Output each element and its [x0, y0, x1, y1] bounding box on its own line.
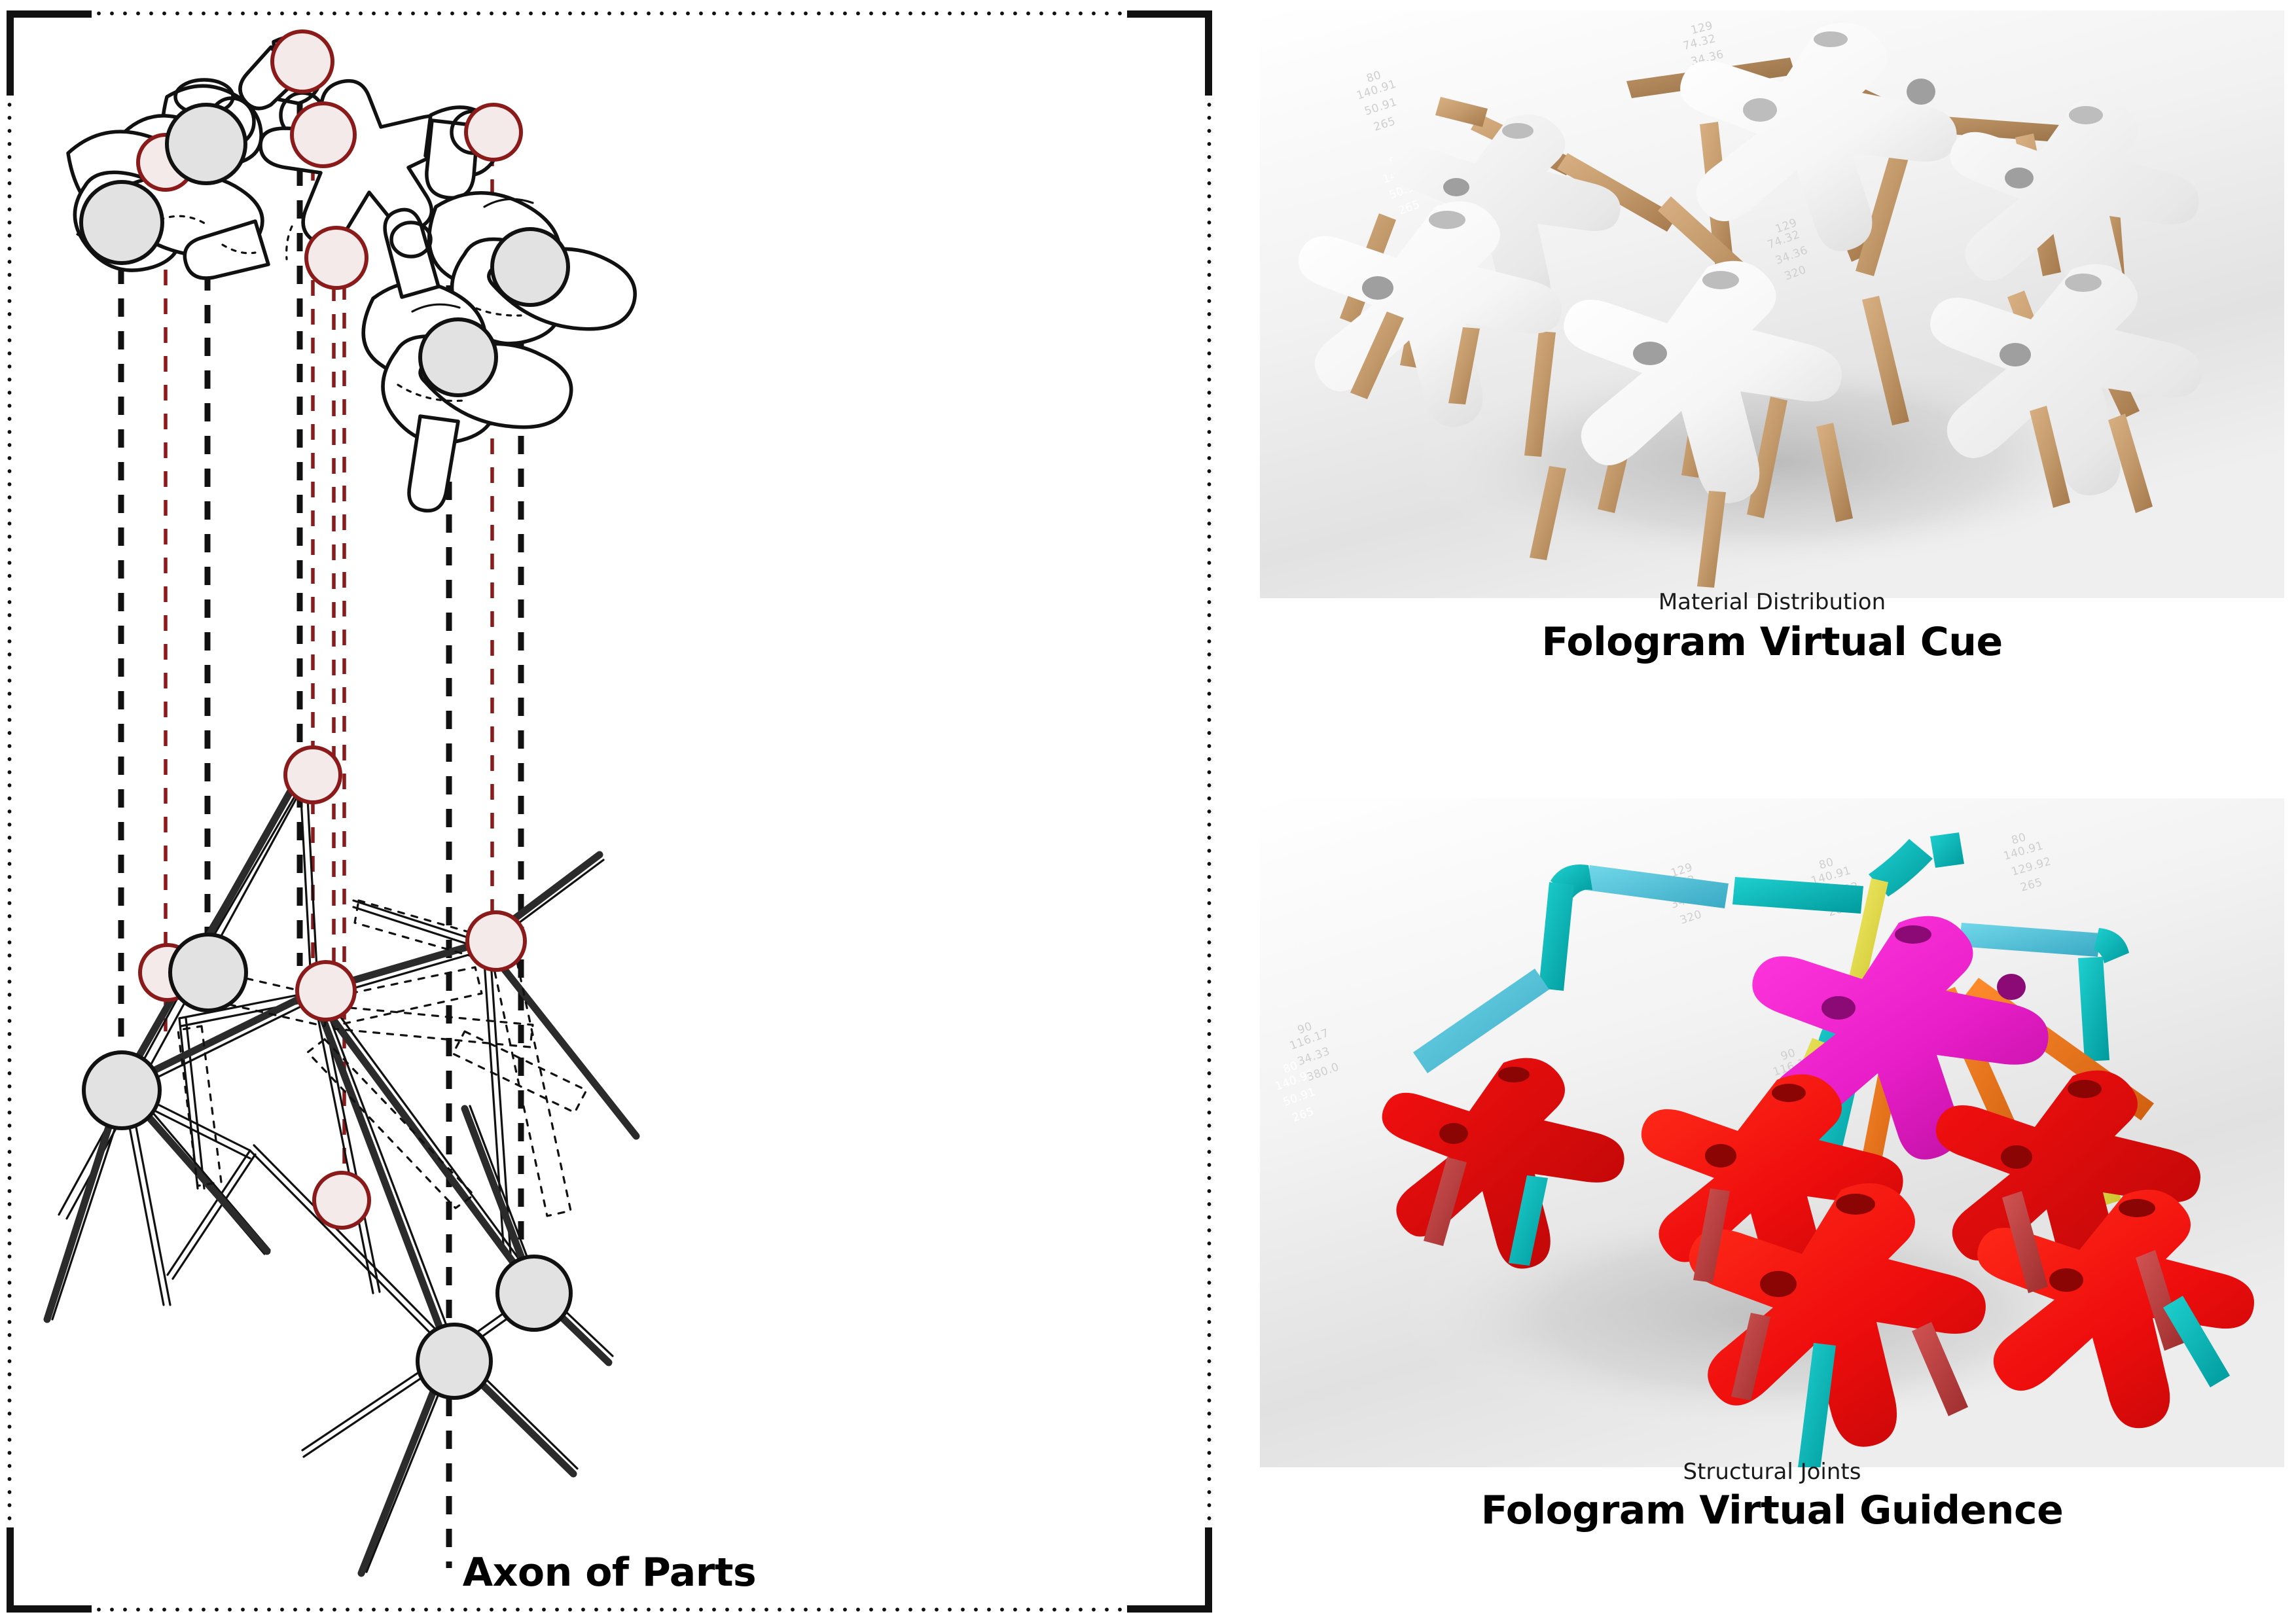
axon-exploded-drawing: .ln { fill:none; stroke:#111; stroke-wid… [43, 29, 640, 1577]
guidance-panel-title: Fologram Virtual Guidence [1480, 1488, 2064, 1533]
guidance-panel-subtitle: Structural Joints [1683, 1459, 1861, 1485]
exploded-part-nodes [79, 29, 570, 397]
panel-border-top [7, 10, 1212, 16]
material-distribution-render: .wood { fill:url(#wood); } .woodD { fill… [1260, 10, 2284, 740]
guidance-ground-legs [1424, 1157, 2230, 1480]
axon-of-parts-panel: .ln { fill:none; stroke:#111; stroke-wid… [7, 10, 1212, 1613]
assembled-structure-nodes [82, 745, 573, 1400]
panel-border-right [1206, 10, 1212, 1613]
fologram-virtual-cue-panel: .wood { fill:url(#wood); } .woodD { fill… [1260, 10, 2284, 740]
structural-joints-render: .cRed{fill:url(#red);} .cRed2{fill:url(#… [1260, 798, 2284, 1613]
projection-lines-black [118, 102, 524, 1568]
panel-border-bottom [7, 1607, 1212, 1613]
panel-border-left [7, 10, 12, 1613]
cue-node-bodies [1298, 22, 2202, 503]
axon-panel-title: Axon of Parts [462, 1550, 757, 1596]
fologram-virtual-guidance-panel: .cRed{fill:url(#red);} .cRed2{fill:url(#… [1260, 798, 2284, 1613]
cue-panel-subtitle: Material Distribution [1658, 589, 1886, 615]
cue-panel-title: Fologram Virtual Cue [1541, 619, 2003, 665]
cue-ground-legs [1350, 312, 2153, 588]
